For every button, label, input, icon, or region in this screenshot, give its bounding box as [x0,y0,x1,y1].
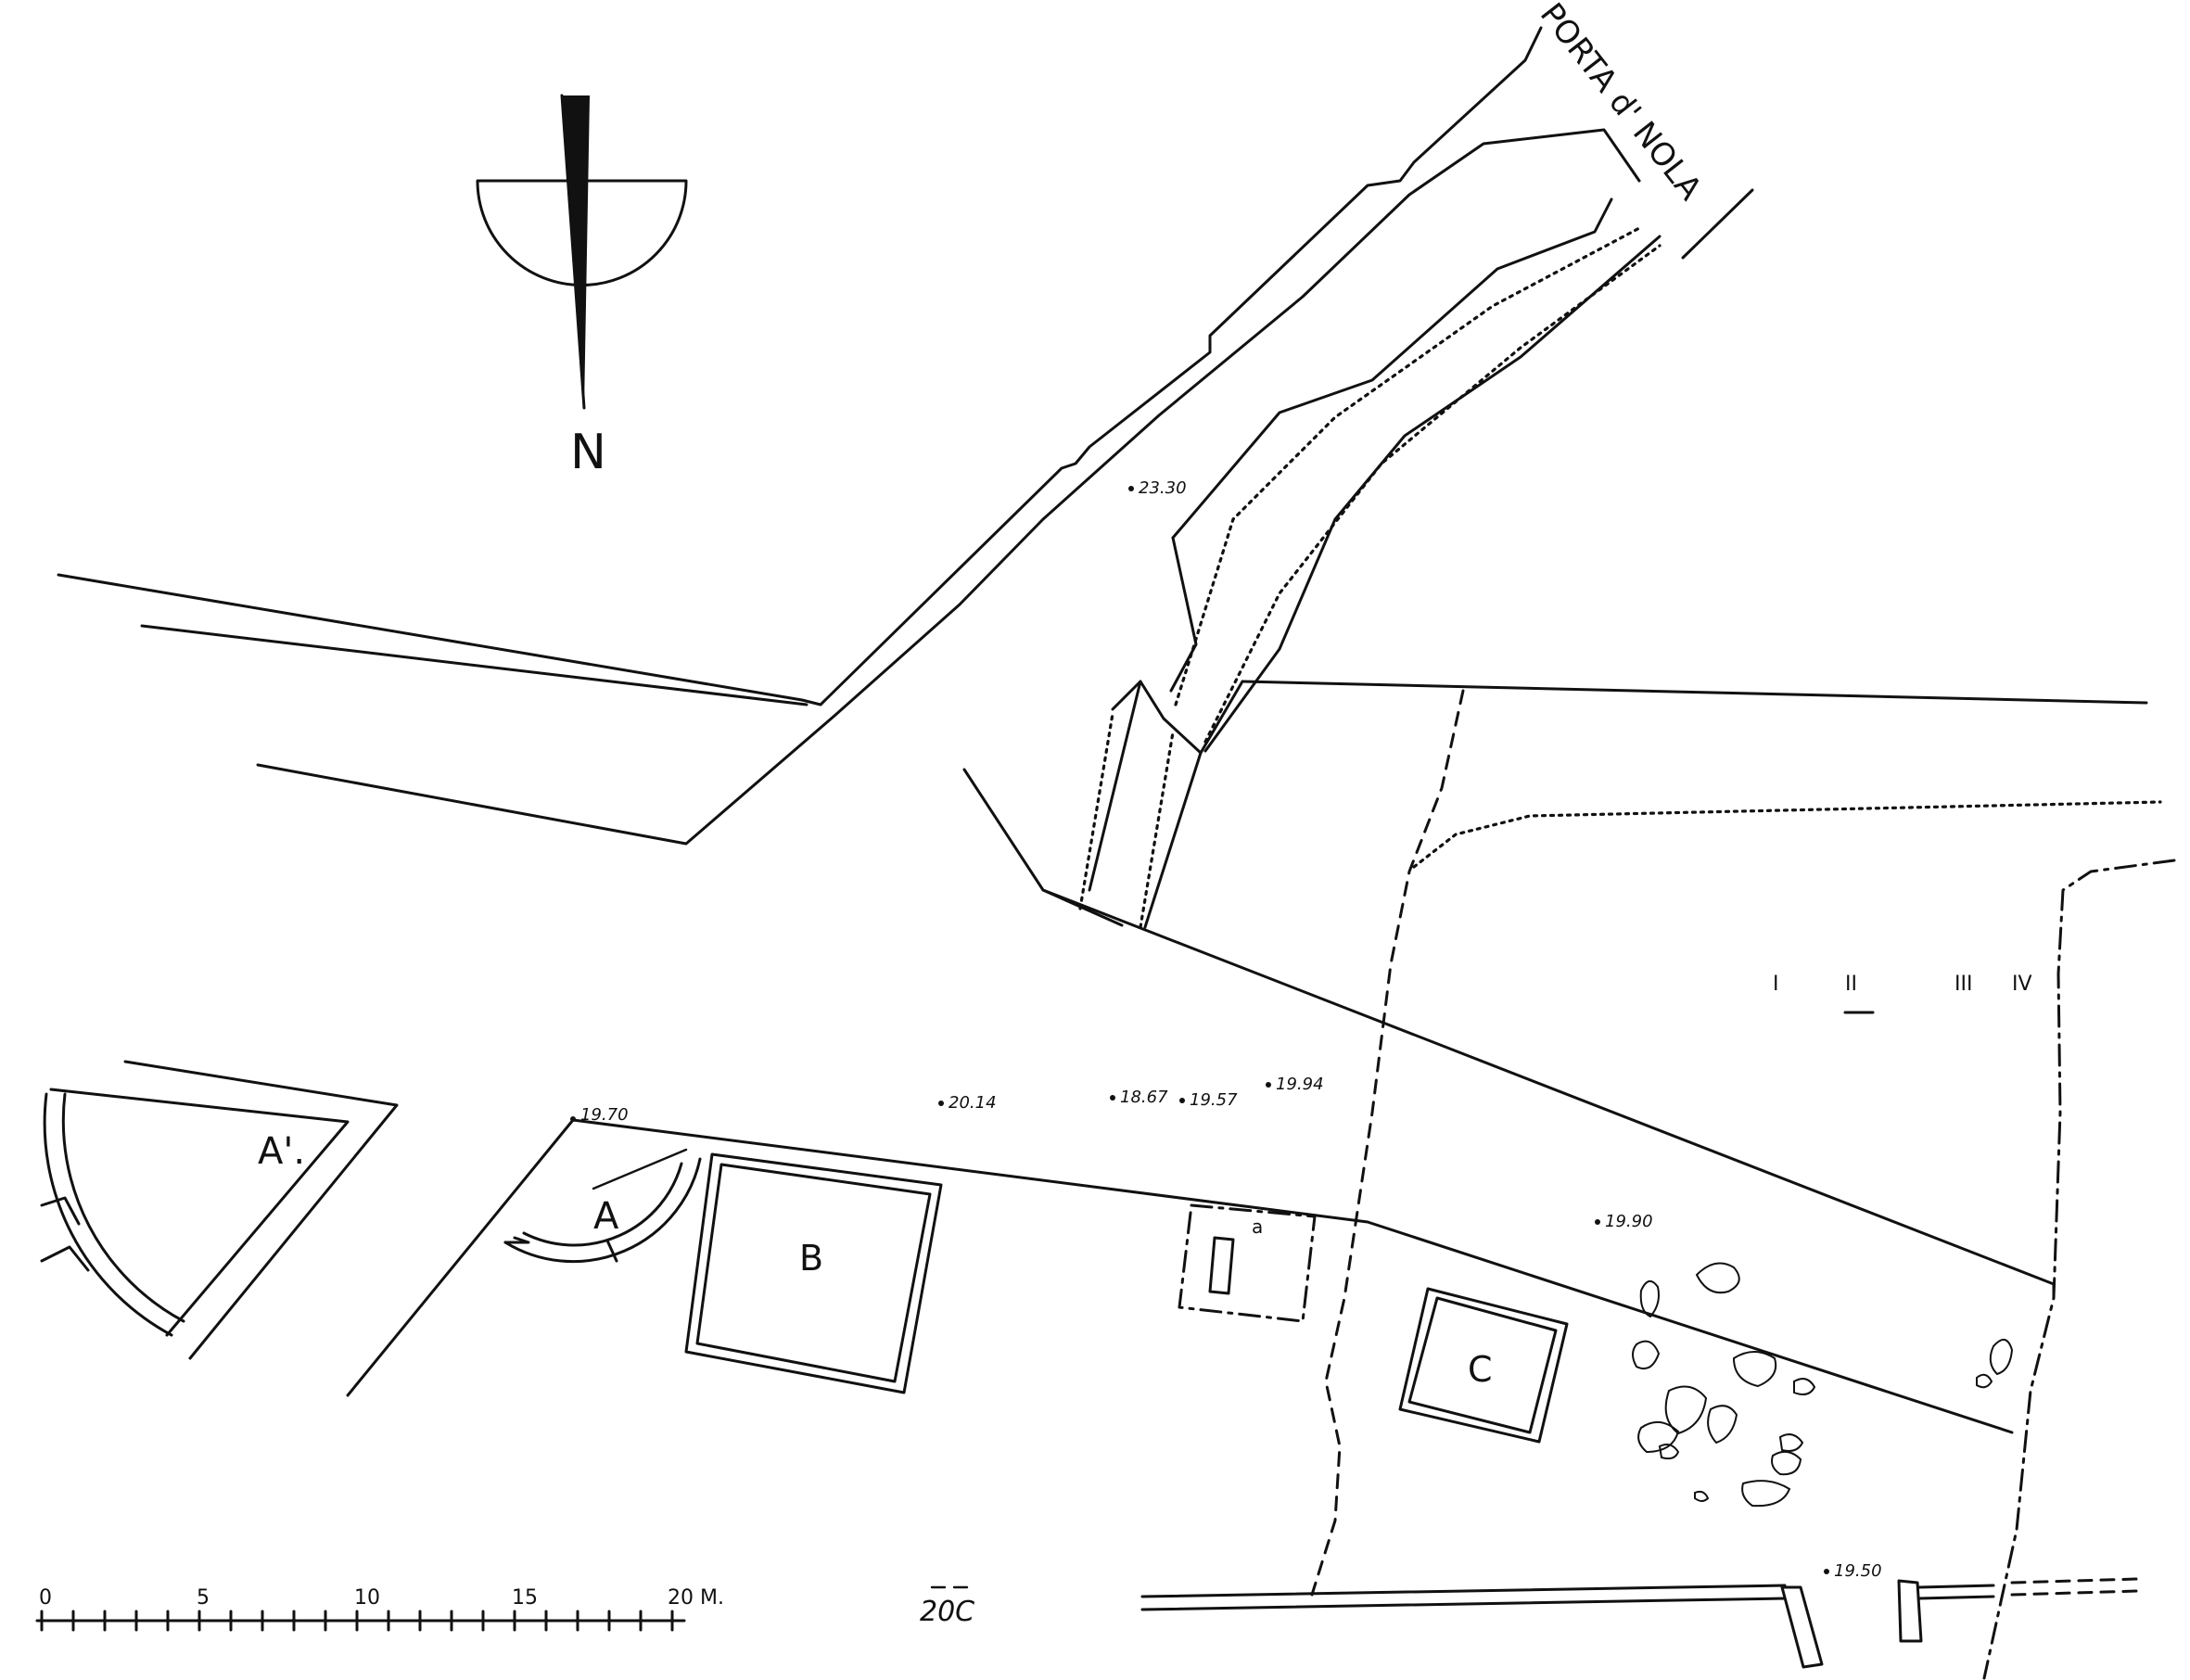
marker-3: III [1954,973,1972,996]
human-remains [1632,1262,2014,1508]
spot-height-7: 19.90 [1605,1212,1653,1231]
scale-tick-15: 15 [512,1586,538,1610]
spot-height-1: 23.30 [1139,478,1187,498]
tomb-b: B [684,1152,943,1394]
small-feature-a-label: a [1252,1215,1263,1238]
scale-bar: 0 5 10 15 20 M. [35,1586,724,1632]
tomb-c: C [1398,1287,1569,1444]
scale-tick-10: 10 [354,1586,380,1610]
spot-height-8: 19.50 [1834,1561,1882,1581]
tomb-a-label: A [593,1195,619,1238]
marker-4: IV [2012,973,2032,996]
roman-markers: I II III IV [1773,973,2032,1014]
scale-tick-5: 5 [197,1586,210,1610]
tomb-a: A [503,1148,702,1264]
tomb-a-prime-label: A'. [258,1130,305,1173]
marker-2: II [1845,973,1857,996]
marker-1: I [1773,973,1779,996]
north-label: N [570,425,606,480]
north-arrow: N [476,94,688,480]
spot-height-5: 19.94 [1276,1075,1324,1094]
left-walls [40,1060,2014,1434]
road-outlines [57,26,2148,1300]
spot-height-4: 19.57 [1190,1090,1238,1110]
spot-height-2: 20.14 [949,1093,997,1113]
spot-height-6: 19.70 [580,1105,629,1125]
bottom-wall [1140,1577,2139,1669]
tomb-c-label: C [1468,1349,1493,1390]
excavation-boundaries [1310,689,2176,1680]
spot-height-3: 18.67 [1120,1088,1168,1107]
scale-tick-20: 20 M. [668,1586,724,1610]
spot-heights: 23.30 20.14 18.67 19.57 19.94 19.70 19.9… [570,478,1882,1581]
small-feature-a: a [1178,1203,1317,1323]
scale-tick-0: 0 [39,1586,52,1610]
gate-label: PORTA d' NOLA [1533,0,1709,207]
drawing-code: 20C [920,1585,974,1628]
drawing-code-label: 20C [920,1596,974,1628]
tomb-b-label: B [799,1238,823,1279]
